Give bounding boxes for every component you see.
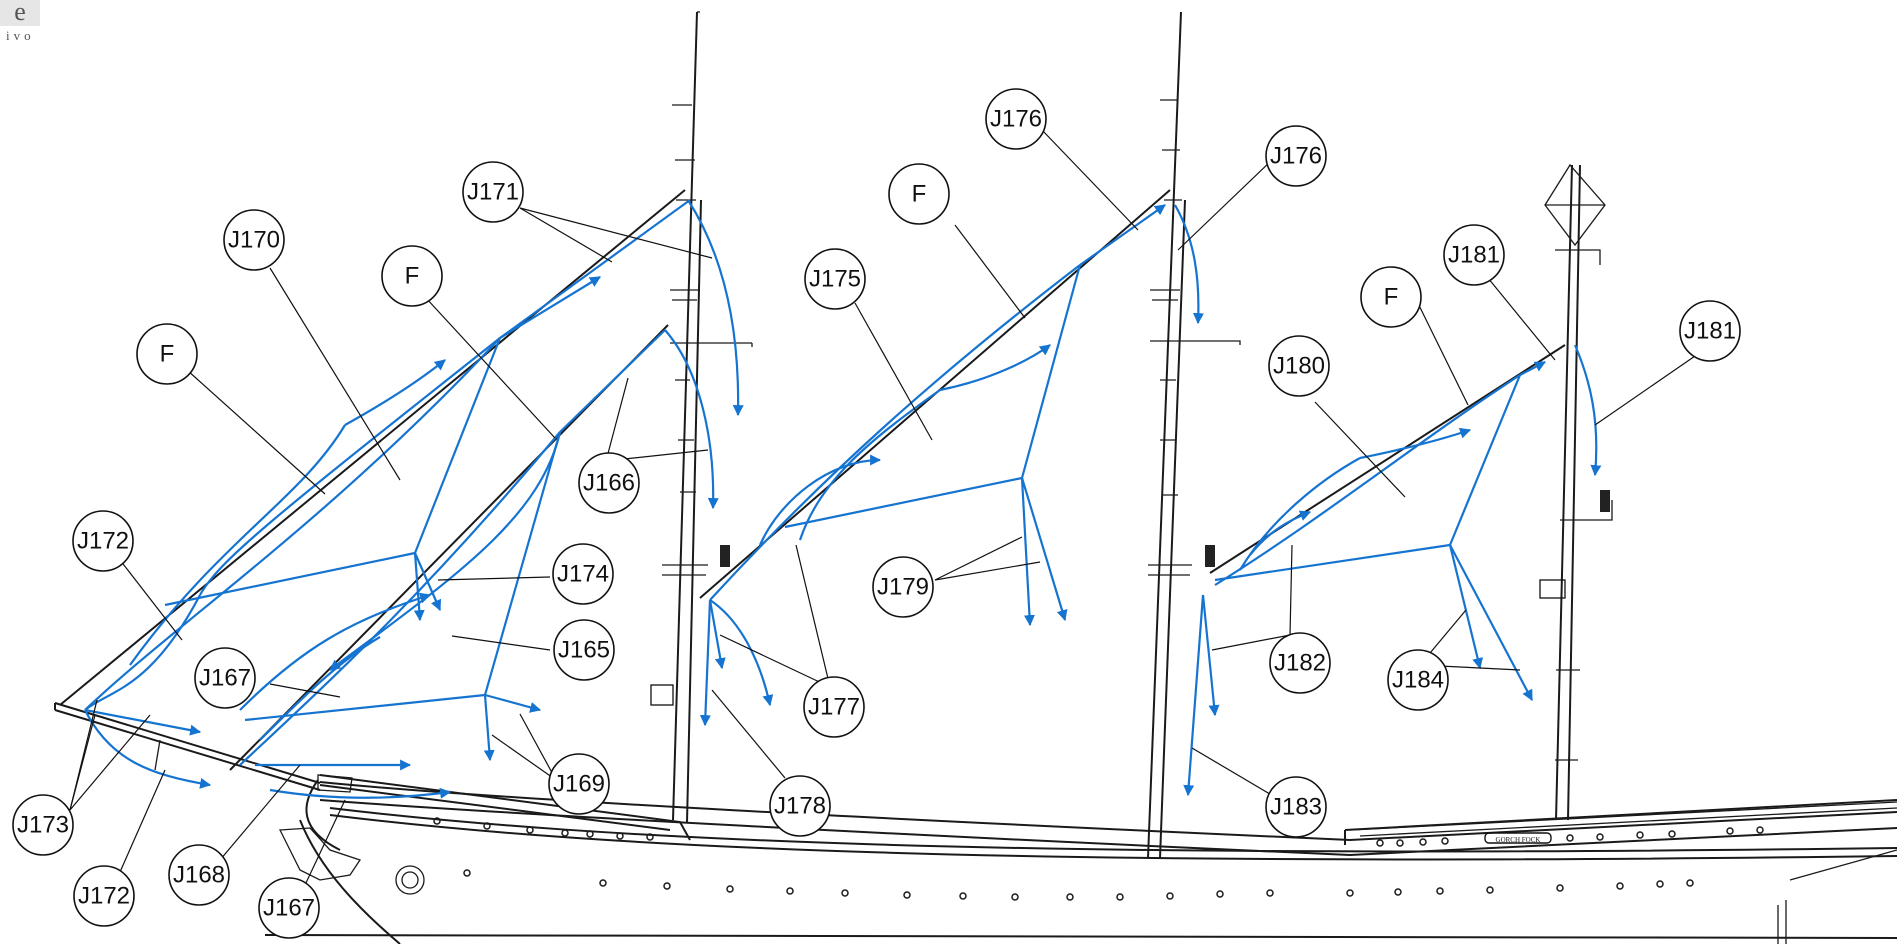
main-mast xyxy=(1147,11,1241,859)
callout-j165: J165 xyxy=(553,619,615,681)
callout-j181-right: J181 xyxy=(1679,300,1741,362)
svg-text:F: F xyxy=(1384,284,1399,311)
callout-j171: J171 xyxy=(462,161,524,223)
svg-text:J176: J176 xyxy=(1270,143,1322,170)
callout-f-3: F xyxy=(888,163,950,225)
callout-j181-left: J181 xyxy=(1443,224,1505,286)
callout-j176-left: J176 xyxy=(985,88,1047,150)
svg-text:J165: J165 xyxy=(558,637,610,664)
fore-mast xyxy=(650,11,753,824)
svg-text:J176: J176 xyxy=(990,106,1042,133)
svg-text:J169: J169 xyxy=(553,771,605,798)
svg-text:J170: J170 xyxy=(228,227,280,254)
callout-j184: J184 xyxy=(1387,649,1449,711)
callout-j167-upper: J167 xyxy=(194,647,256,709)
svg-text:F: F xyxy=(160,341,175,368)
svg-text:J175: J175 xyxy=(809,266,861,293)
callout-j170: J170 xyxy=(223,209,285,271)
callout-j172-lower: J172 xyxy=(73,865,135,927)
svg-text:J167: J167 xyxy=(199,665,251,692)
svg-text:J177: J177 xyxy=(808,694,860,721)
callout-j177: J177 xyxy=(803,676,865,738)
portholes xyxy=(433,817,1764,901)
callout-j167-lower: J167 xyxy=(258,877,320,939)
stern-nameplate: GORCH FOCK xyxy=(1496,836,1541,844)
logo: e ivo xyxy=(0,0,40,43)
callout-j183: J183 xyxy=(1265,776,1327,838)
callout-j176-right: J176 xyxy=(1265,125,1327,187)
callout-j175: J175 xyxy=(804,248,866,310)
callout-f-1: F xyxy=(136,323,198,385)
svg-text:J183: J183 xyxy=(1270,794,1322,821)
svg-text:J168: J168 xyxy=(173,862,225,889)
svg-text:J172: J172 xyxy=(78,883,130,910)
svg-text:J173: J173 xyxy=(17,812,69,839)
svg-text:J172: J172 xyxy=(77,528,129,555)
callout-f-4: F xyxy=(1360,266,1422,328)
callout-j173: J173 xyxy=(12,794,74,856)
callout-j168: J168 xyxy=(168,844,230,906)
svg-text:J182: J182 xyxy=(1274,650,1326,677)
blue-rigging xyxy=(84,199,1602,799)
callout-j178: J178 xyxy=(769,775,831,837)
ship-hull: GORCH FOCK xyxy=(264,774,1897,944)
callout-j179: J179 xyxy=(872,556,934,618)
callout-j166: J166 xyxy=(578,452,640,514)
svg-text:J180: J180 xyxy=(1273,353,1325,380)
svg-text:J166: J166 xyxy=(583,470,635,497)
logo-subtitle: ivo xyxy=(6,28,35,43)
svg-text:J167: J167 xyxy=(263,895,315,922)
callout-j174: J174 xyxy=(552,543,614,605)
svg-text:J181: J181 xyxy=(1684,318,1736,345)
callout-j172-upper: J172 xyxy=(72,510,134,572)
logo-mark: e xyxy=(14,0,26,26)
callout-j182: J182 xyxy=(1269,632,1331,694)
svg-text:F: F xyxy=(405,263,420,290)
svg-text:J178: J178 xyxy=(774,793,826,820)
mizzen-mast xyxy=(1539,163,1613,821)
callouts: J165 J166 J167 J167 J168 J169 J170 J171 … xyxy=(12,88,1741,939)
svg-text:F: F xyxy=(912,181,927,208)
bowsprit xyxy=(54,702,321,791)
callout-j169: J169 xyxy=(548,753,610,815)
svg-text:J174: J174 xyxy=(557,561,609,588)
callout-j180: J180 xyxy=(1268,335,1330,397)
callout-f-2: F xyxy=(381,245,443,307)
svg-text:J181: J181 xyxy=(1448,242,1500,269)
svg-text:J179: J179 xyxy=(877,574,929,601)
svg-text:J171: J171 xyxy=(467,179,519,206)
leader-lines xyxy=(69,129,1712,886)
svg-text:J184: J184 xyxy=(1392,667,1444,694)
